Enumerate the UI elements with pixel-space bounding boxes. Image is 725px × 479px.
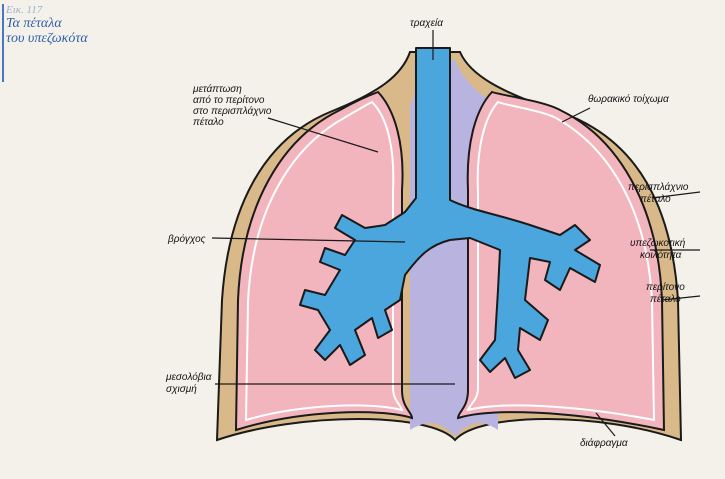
- label-visceral-line1: περισπλάχνιο: [628, 181, 689, 193]
- label-mediastinum-line1: μεσολόβια: [165, 371, 212, 383]
- label-parietal-line1: περίτονο: [646, 281, 685, 293]
- label-transition-line3: στο περισπλάχνιο: [193, 105, 272, 117]
- label-transition-line2: από το περίτονο: [193, 94, 265, 106]
- label-pleural-cavity-line2: κοιλότητα: [640, 249, 682, 261]
- label-transition-line1: μετάπτωση: [192, 83, 242, 95]
- label-bronchus: βρόγχος: [167, 233, 206, 245]
- label-pleural-cavity-line1: υπεζωκοτική: [630, 237, 686, 249]
- label-trachea: τραχεία: [410, 17, 443, 29]
- label-visceral-line2: πέταλο: [640, 193, 671, 205]
- label-thoracic-wall: θωρακικό τοίχωμα: [588, 93, 669, 105]
- label-mediastinum-line2: σχισμή: [166, 383, 197, 395]
- label-transition-line4: πέταλο: [193, 116, 224, 128]
- label-diaphragm: διάφραγμα: [580, 437, 628, 449]
- label-parietal-line2: πέταλο: [650, 293, 681, 305]
